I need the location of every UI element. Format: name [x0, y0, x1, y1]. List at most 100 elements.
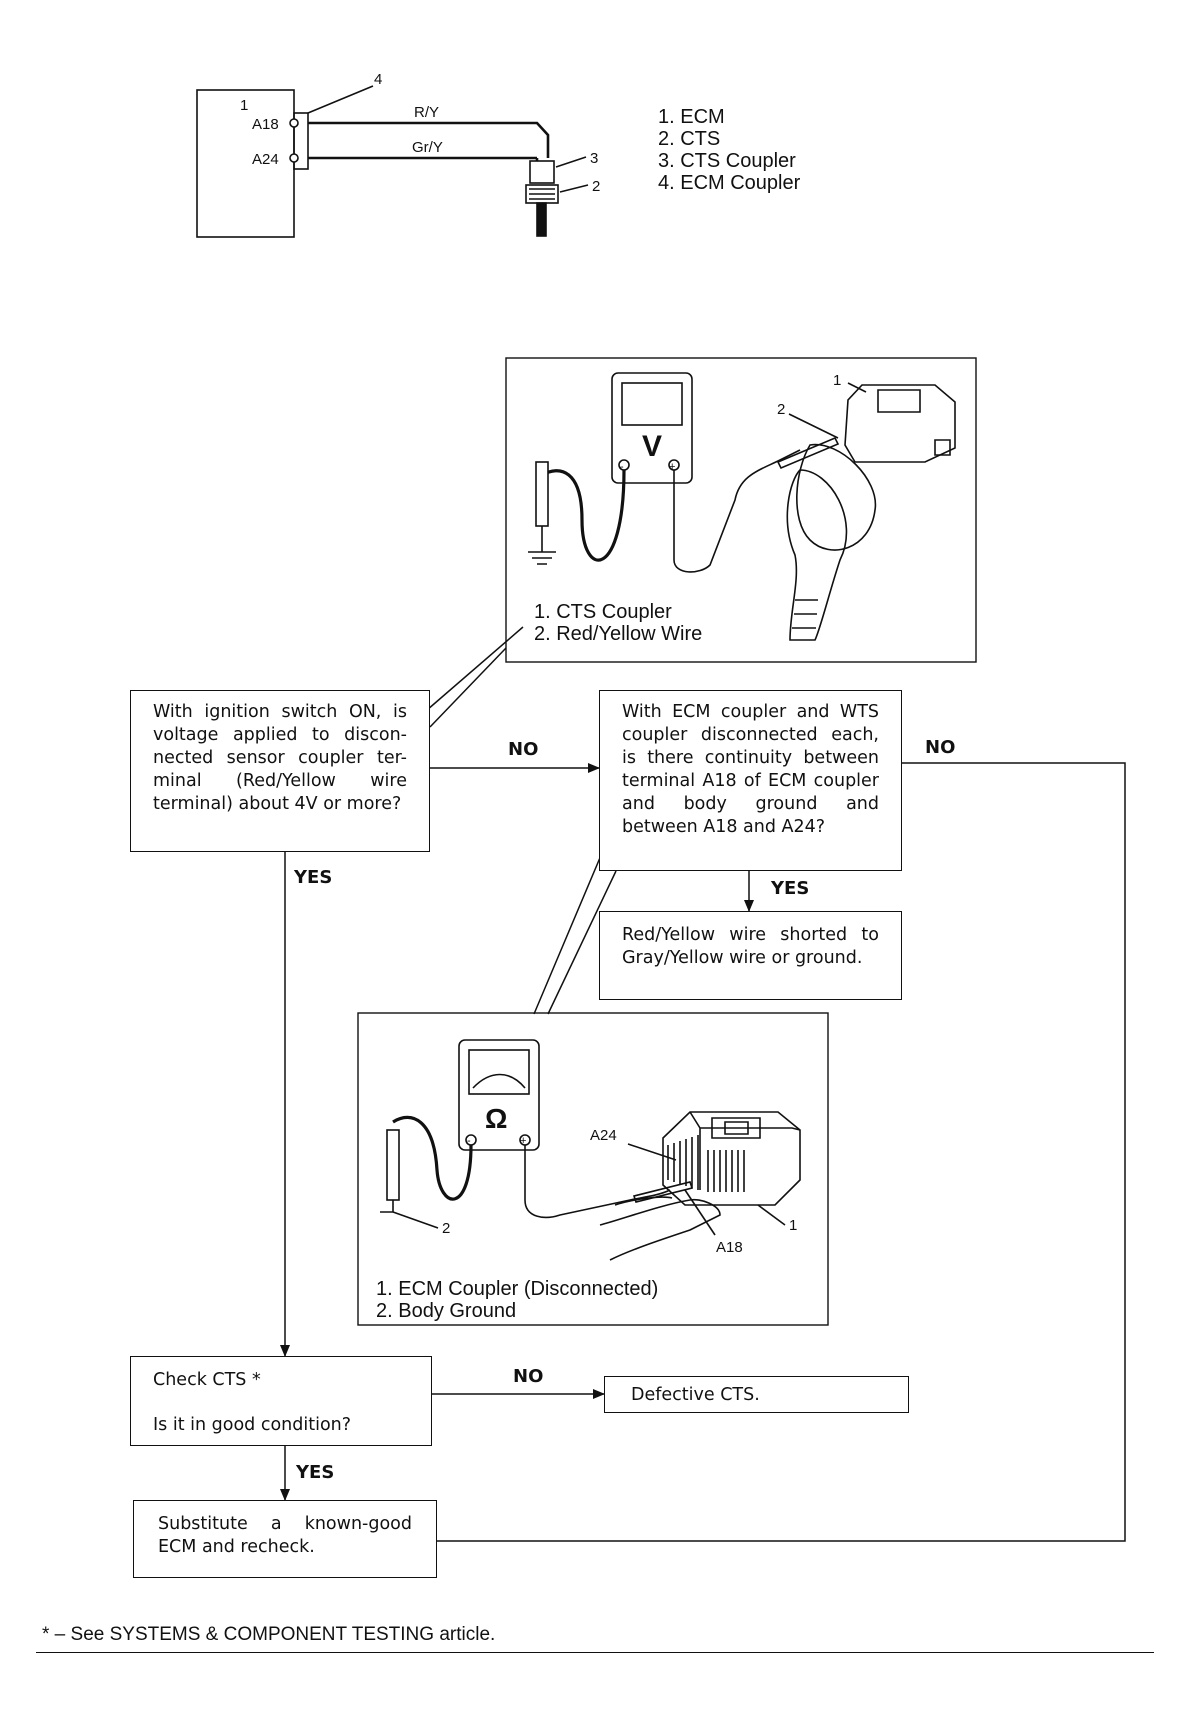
question-voltage-box: With ignition switch ON, is voltage appl… [130, 690, 430, 852]
callout-leader-2 [559, 184, 589, 193]
ohmmeter-display [468, 1049, 530, 1095]
voltmeter-plus-label: + [669, 461, 675, 473]
callout-3-label: 3 [590, 150, 598, 167]
ohmmeter-symbol: Ω [485, 1103, 507, 1134]
ohmmeter-display-scale [472, 1073, 526, 1089]
footnote: * – See SYSTEMS & COMPONENT TESTING arti… [42, 1624, 496, 1645]
cts-coupler-housing [844, 384, 956, 463]
ohmmeter-minus-label: - [467, 1135, 471, 1147]
label-yes-check: YES [296, 1462, 335, 1483]
question-voltage-text: With ignition switch ON, is voltage appl… [153, 702, 407, 814]
ecm-coupler [293, 112, 309, 170]
q-continuity-callout-line-b [547, 870, 617, 1015]
check-cts-box: Check CTS * Is it in good condition? [130, 1356, 432, 1446]
label-yes-voltage: YES [294, 867, 333, 888]
label-yes-continuity: YES [771, 878, 810, 899]
callout-4-label: 4 [374, 71, 382, 88]
ecm-coupler-latch [711, 1117, 761, 1139]
question-continuity-box: With ECM coupler and WTS coupler disconn… [599, 690, 902, 871]
q-voltage-callout-line-a [426, 626, 524, 711]
voltmeter-ground-probe [535, 461, 549, 527]
cts-harness [786, 469, 848, 641]
check-cts-line-2: Is it in good condition? [153, 1415, 352, 1435]
result-shorted-text: Red/Yellow wire shorted to Gray/Yellow w… [622, 925, 879, 968]
cts-thread [529, 188, 555, 200]
result-shorted-box: Red/Yellow wire shorted to Gray/Yellow w… [599, 911, 902, 1000]
voltmeter-display [621, 382, 683, 426]
cts-harness-boot [796, 443, 877, 551]
ohmmeter-callout-1: 1 [789, 1217, 797, 1234]
callout-leader-3 [555, 156, 587, 168]
ohmmeter-panel-caption: 1. ECM Coupler (Disconnected) 2. Body Gr… [376, 1278, 658, 1322]
voltmeter-positive-lead [673, 449, 801, 573]
voltmeter-body [611, 372, 693, 484]
legend-item-ecm: 1. ECM [658, 106, 725, 128]
ecm-coupler-housing [662, 1111, 801, 1206]
cts-harness-rings [792, 599, 818, 629]
q-voltage-callout-line-b [429, 647, 507, 728]
flow-connectors [280, 626, 1126, 1542]
ecm-coupler-pins-right [707, 1150, 745, 1192]
voltmeter-panel-frame [505, 357, 977, 663]
voltmeter-callout-2: 2 [777, 401, 785, 418]
leader-a24 [627, 1143, 677, 1161]
wire-gry-label: Gr/Y [412, 139, 443, 156]
result-defective-text: Defective CTS. [631, 1385, 760, 1405]
result-substitute-text: Substitute a known-good ECM and recheck. [158, 1514, 412, 1557]
result-substitute-box: Substitute a known-good ECM and recheck. [133, 1500, 437, 1578]
voltmeter-illustration [528, 372, 956, 641]
footer-rule [36, 1652, 1154, 1653]
check-cts-line-1: Check CTS * [153, 1370, 261, 1390]
ohmmeter-ground-lead [392, 1115, 473, 1201]
label-no-voltage: NO [508, 739, 539, 760]
schematic-legend: 1. ECM 2. CTS 3. CTS Coupler 4. ECM Coup… [658, 106, 800, 194]
result-defective-box: Defective CTS. [604, 1376, 909, 1413]
wiring-schematic [196, 85, 589, 238]
cts-coupler-latch [877, 389, 921, 413]
legend-item-cts-coupler: 3. CTS Coupler [658, 150, 796, 172]
q-continuity-callout-line-a [533, 852, 603, 1015]
ecm-coupler-pins [667, 1135, 699, 1190]
leader-a18 [684, 1189, 716, 1236]
ohmmeter-caption-line-1: 1. ECM Coupler (Disconnected) [376, 1278, 659, 1300]
arrow-continuity-no [437, 762, 1126, 1542]
voltmeter-callout-1: 1 [833, 372, 841, 389]
ecm-number-label: 1 [240, 97, 248, 114]
ohmmeter-caption-line-2: 2. Body Ground [376, 1300, 517, 1322]
voltmeter-caption-line-1: 1. CTS Coupler [534, 601, 672, 623]
terminal-a24-label: A24 [252, 151, 279, 168]
ecm-coupler-top [689, 1111, 801, 1190]
leader-ecm-coupler [757, 1204, 786, 1226]
label-a24: A24 [590, 1127, 617, 1144]
voltmeter-ground-symbol [528, 526, 556, 565]
ohmmeter-body-ground-leader [380, 1200, 439, 1229]
wire-ry [308, 121, 550, 158]
cts-coupler-shape [529, 160, 555, 184]
legend-item-ecm-coupler: 4. ECM Coupler [658, 172, 801, 194]
voltmeter-symbol: V [642, 430, 662, 463]
wire-ry-label: R/Y [414, 104, 439, 121]
ohmmeter-plus-label: + [520, 1135, 526, 1147]
ohmmeter-positive-lead [524, 1145, 671, 1219]
terminal-a18-label: A18 [252, 116, 279, 133]
label-a18: A18 [716, 1239, 743, 1256]
label-no-check: NO [513, 1366, 544, 1387]
cts-probe [536, 202, 547, 237]
label-no-continuity: NO [925, 737, 956, 758]
ohmmeter-panel-frame [357, 1012, 829, 1326]
callout-1-leader [847, 382, 867, 393]
voltmeter-panel-caption: 1. CTS Coupler 2. Red/Yellow Wire [534, 601, 702, 645]
ohmmeter-illustration [380, 1039, 801, 1261]
voltmeter-caption-line-2: 2. Red/Yellow Wire [534, 623, 703, 645]
ohmmeter-body [458, 1039, 540, 1151]
ohmmeter-hand [599, 1196, 721, 1261]
ohmmeter-callout-2: 2 [442, 1220, 450, 1237]
legend-item-cts: 2. CTS [658, 128, 721, 150]
callout-leader-4 [307, 85, 374, 114]
cts-coupler-clip [934, 439, 951, 456]
voltmeter-ground-lead [540, 469, 626, 562]
callout-2-label: 2 [592, 178, 600, 195]
terminal-a24-dot [289, 153, 299, 163]
voltmeter-positive-probe [776, 436, 840, 470]
